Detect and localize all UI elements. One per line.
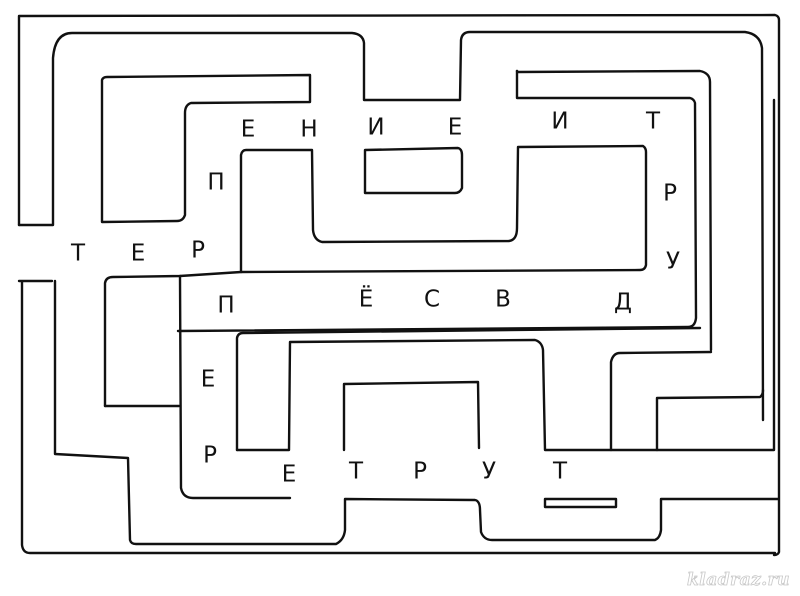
wall-center-left xyxy=(239,144,648,274)
wall-inner-right2 xyxy=(655,388,765,452)
maze-letter: Д xyxy=(614,289,632,316)
maze-letter: Р xyxy=(203,442,217,469)
wall-box-center xyxy=(363,146,464,195)
maze-letter: П xyxy=(217,292,235,319)
maze-letter: В xyxy=(495,286,511,313)
wall-lower-loop xyxy=(178,274,292,500)
maze-letter: Н xyxy=(300,116,318,143)
wall-small-bar xyxy=(543,497,618,509)
outer-wall-bottom xyxy=(17,279,777,555)
wall-inner-loop xyxy=(235,326,702,452)
maze-letter: Е xyxy=(281,461,297,488)
maze-letter: Е xyxy=(200,366,216,393)
wall-ring3-left xyxy=(100,73,312,224)
watermark: kladraz.ru xyxy=(687,570,790,591)
outer-wall-top xyxy=(17,13,781,557)
maze-letter: Т xyxy=(645,108,661,135)
maze-letter: И xyxy=(551,108,569,135)
wall-left-mid2 xyxy=(103,270,243,408)
maze-letter: Ё xyxy=(358,286,374,313)
maze-letter: У xyxy=(481,458,497,485)
maze-letter: Е xyxy=(240,116,256,143)
maze-letter: С xyxy=(423,286,441,313)
wall-inner-loop2 xyxy=(235,98,776,452)
maze-letter: Р xyxy=(413,458,427,485)
wall-ring3-right xyxy=(176,69,698,333)
maze-letter: Т xyxy=(70,240,86,267)
maze-letter: Е xyxy=(130,240,146,267)
maze-letter: П xyxy=(207,169,225,196)
wall-box-lower xyxy=(342,380,481,452)
maze-letter: И xyxy=(367,114,385,141)
maze-letter: Е xyxy=(447,114,463,141)
maze-letter: Р xyxy=(663,180,677,207)
maze-letter: Т xyxy=(552,458,568,485)
maze-letter: Р xyxy=(191,237,205,264)
maze-letter: У xyxy=(665,248,681,275)
wall-ring2-left xyxy=(17,30,765,422)
wall-inner-right xyxy=(609,350,713,452)
wall-left-mid xyxy=(53,279,780,546)
maze-letter: Т xyxy=(348,458,364,485)
wall-ring3-right-outer xyxy=(515,69,713,352)
